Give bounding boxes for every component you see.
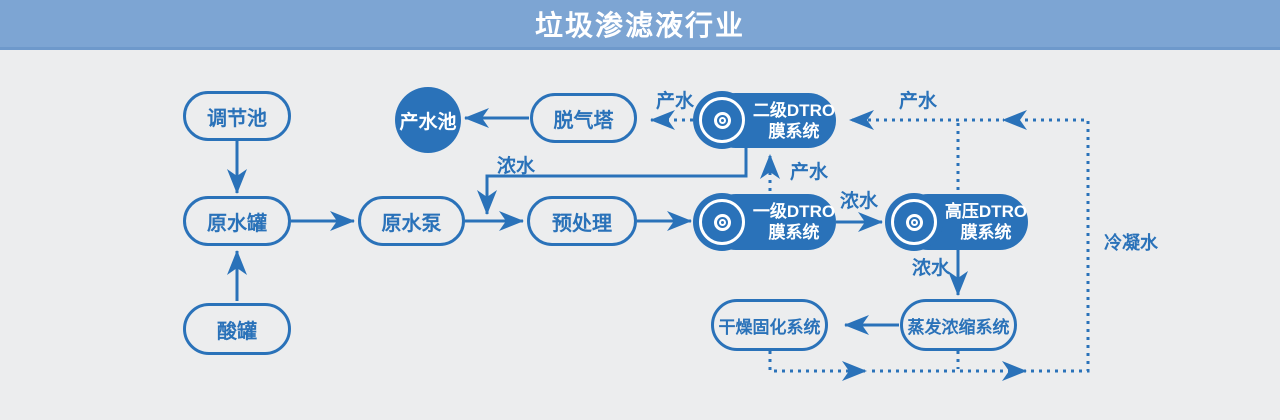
edge-stage2-concentrate-return <box>477 148 748 215</box>
membrane-disc-ring <box>891 199 937 245</box>
edge-label-product-water: 产水 <box>656 91 695 112</box>
page-title: 垃圾渗滤液行业 <box>534 9 745 41</box>
edge-label-concentrate: 浓水 <box>840 191 879 212</box>
node-degassing-tower: 脱气塔 <box>530 93 637 143</box>
membrane-disc-core <box>718 218 726 226</box>
node-label-line1: 一级DTRO <box>752 202 836 221</box>
node-label-line1: 高压DTRO <box>944 202 1028 221</box>
edge-label-product-water: 产水 <box>899 91 938 112</box>
node-label: 脱气塔 <box>553 109 614 132</box>
membrane-disc-ring <box>699 97 745 143</box>
membrane-disc-icon <box>693 91 751 149</box>
node-label: 预处理 <box>552 212 612 235</box>
node-label-line2: 膜系统 <box>768 121 820 141</box>
edge-recycle-right-up-top <box>1002 110 1090 373</box>
node-pretreatment: 预处理 <box>527 196 637 246</box>
node-label: 调节池 <box>207 107 267 130</box>
node-regulation-pool: 调节池 <box>183 91 291 141</box>
membrane-disc-core <box>718 116 726 124</box>
node-evaporation-concentration-system: 蒸发浓缩系统 <box>900 299 1017 351</box>
node-label: 干燥固化系统 <box>718 317 821 337</box>
node-acid-tank: 酸罐 <box>183 303 291 355</box>
node-label: 原水罐 <box>207 212 267 235</box>
node-raw-water-tank: 原水罐 <box>183 196 291 246</box>
edge-label-concentrate: 浓水 <box>497 156 536 177</box>
edge-label-product-water: 产水 <box>790 162 829 183</box>
edge-label-concentrate: 浓水 <box>912 258 951 279</box>
membrane-disc-target <box>905 213 923 231</box>
node-label: 蒸发浓缩系统 <box>907 317 1010 337</box>
title-bar: 垃圾渗滤液行业 <box>0 0 1280 50</box>
edge-label-condensate: 冷凝水 <box>1104 233 1158 253</box>
node-product-water-pool: 产水池 <box>395 87 461 153</box>
membrane-disc-icon <box>693 193 751 251</box>
membrane-disc-core <box>910 218 918 226</box>
membrane-disc-icon <box>885 193 943 251</box>
node-raw-water-pump: 原水泵 <box>358 196 465 246</box>
node-drying-solidification-system: 干燥固化系统 <box>711 299 828 351</box>
membrane-disc-target <box>713 213 731 231</box>
membrane-disc-target <box>713 111 731 129</box>
node-label-line2: 膜系统 <box>960 223 1012 242</box>
node-label: 酸罐 <box>217 320 257 343</box>
node-label: 原水泵 <box>381 212 442 235</box>
node-label: 产水池 <box>399 111 457 133</box>
node-label-line1: 二级DTRO <box>752 100 836 120</box>
node-label-line2: 膜系统 <box>768 223 820 242</box>
membrane-disc-ring <box>699 199 745 245</box>
edge-recycle-bottom-left <box>768 351 867 381</box>
